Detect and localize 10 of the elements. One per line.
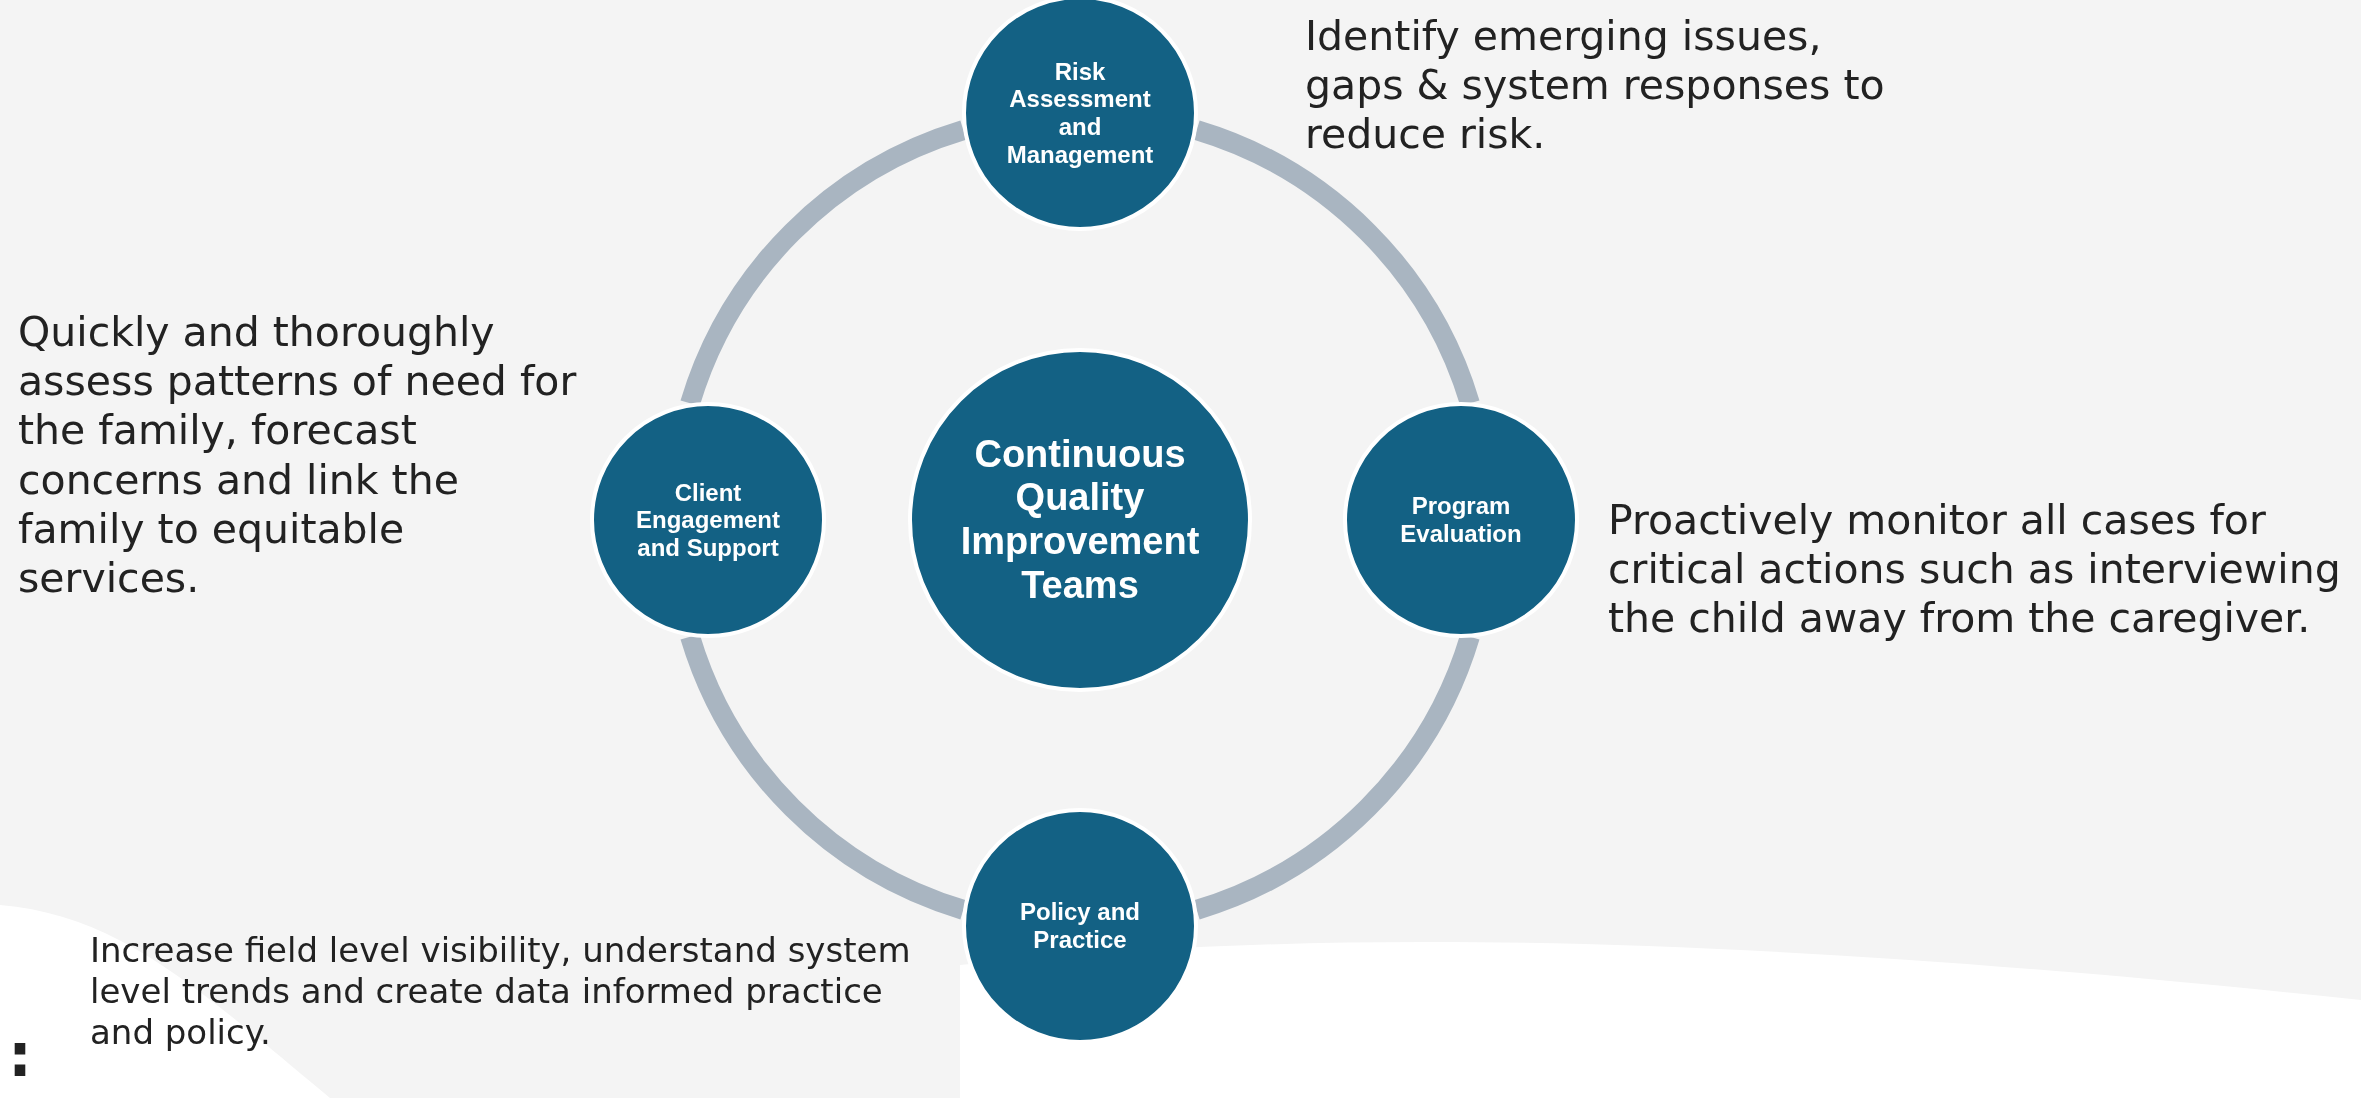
description-text: Increase field level visibility, understand system level trends and create data informed practice and policy. xyxy=(90,930,912,1053)
node-label: Client Engagement and Support xyxy=(635,478,781,562)
node-label: Continuous Quality Improvement Teams xyxy=(960,432,1200,608)
description-text: Quickly and thoroughly assess patterns of need for the family, forecast concerns and link the family to equitable services. xyxy=(18,308,578,604)
description-text: Proactively monitor all cases for critical actions such as interviewing the child away from the caregiver. xyxy=(1608,496,2342,644)
node-label: Policy and Practice xyxy=(1018,898,1141,954)
stray-mark: : xyxy=(8,1020,32,1090)
node-label: Risk Assessment and Management xyxy=(1005,57,1155,169)
description-text: Identify emerging issues, gaps & system responses to reduce risk. xyxy=(1305,12,1886,160)
node-label: Program Evaluation xyxy=(1399,492,1523,548)
